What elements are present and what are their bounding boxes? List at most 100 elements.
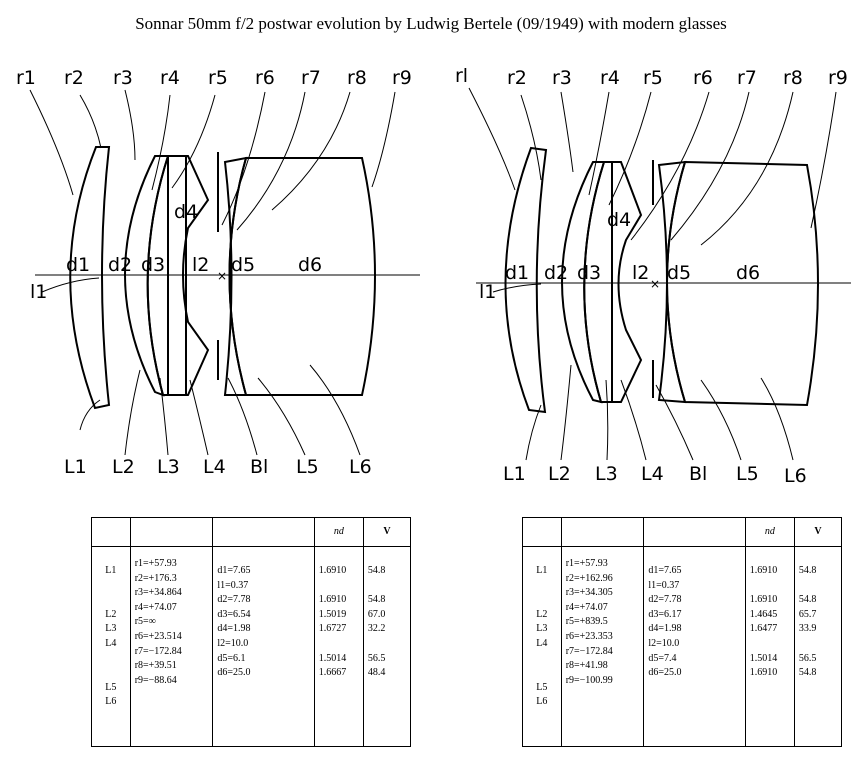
nd-value: 1.6910 [749, 594, 778, 606]
label-d3: d3 [577, 262, 601, 284]
label-l2: l2 [632, 262, 649, 284]
label-d4: d4 [607, 209, 631, 231]
lens-element-l1 [504, 146, 548, 414]
v-column: 54.8 54.8 67.0 32.2 56.5 48.4 [362, 546, 411, 747]
lens-element-l5 [223, 156, 248, 396]
axis-cross-mark: × [217, 269, 227, 283]
axis-cross-mark: × [650, 277, 660, 291]
label-L5: L5 [296, 456, 319, 478]
thickness-value: l2=10.0 [217, 637, 249, 649]
radius-value: r2=+162.96 [565, 572, 613, 584]
label-l1-gap: l1 [30, 281, 47, 303]
thickness-value: d4=1.98 [217, 623, 251, 635]
label-d3: d3 [141, 254, 165, 276]
label-d4: d4 [174, 201, 198, 223]
label-r7: r7 [737, 67, 757, 89]
label-r2: r2 [64, 67, 84, 89]
nd-value: 1.6667 [318, 667, 347, 679]
label-d6: d6 [298, 254, 322, 276]
thickness-value: d1=7.65 [217, 565, 251, 576]
thickness-column: d1=7.65 l1=0.37 d2=7.78 d3=6.54 d4=1.98 … [212, 546, 315, 747]
v-value: 65.7 [798, 608, 817, 620]
nd-value: 1.5014 [318, 652, 347, 664]
label-L2: L2 [548, 463, 571, 485]
radius-value: r7=−172.84 [134, 645, 182, 657]
v-value: 54.8 [798, 594, 817, 606]
element-name: L6 [536, 696, 548, 708]
header-v: V [362, 517, 411, 547]
label-r7: r7 [301, 67, 321, 89]
header-nd: nd [744, 517, 795, 547]
thickness-value: d4=1.98 [648, 623, 682, 635]
label-d5: d5 [667, 262, 691, 284]
radius-value: r6=+23.353 [565, 630, 613, 642]
radius-value: r5=+839.5 [565, 616, 608, 628]
radius-value: r1=+57.93 [565, 558, 608, 569]
label-Bl: Bl [250, 456, 268, 478]
thickness-value: d2=7.78 [217, 594, 251, 606]
page-title: Sonnar 50mm f/2 postwar evolution by Lud… [135, 14, 727, 33]
radius-value: r3=+34.864 [134, 587, 182, 599]
nd-value: 1.5019 [318, 608, 347, 620]
thickness-value: d1=7.65 [648, 565, 682, 576]
element-name: L3 [105, 623, 117, 635]
label-r1: rl [455, 65, 468, 87]
radius-value: r7=−172.84 [565, 645, 613, 657]
element-column: L1 L2 L3 L4 L5 L6 [522, 546, 562, 747]
label-L1: L1 [503, 463, 526, 485]
thickness-value: d3=6.54 [217, 608, 251, 620]
radius-value: r2=+176.3 [134, 572, 177, 584]
label-Bl: Bl [689, 463, 707, 485]
nd-column: 1.6910 1.6910 1.5019 1.6727 1.5014 1.666… [313, 546, 364, 747]
lens-diagram-right: × rl r2 r3 r4 r5 r6 r7 r8 r9 d1 d2 d3 l2… [455, 65, 851, 487]
element-name: L1 [536, 565, 548, 576]
radius-labels: r1 r2 r3 r4 r5 r6 r7 r8 r9 [16, 67, 412, 89]
thickness-value: d5=6.1 [217, 652, 246, 664]
label-L6: L6 [349, 456, 372, 478]
header-nd: nd [313, 517, 364, 547]
element-name: L2 [105, 608, 117, 620]
radius-column: r1=+57.93 r2=+162.96 r3=+34.305 r4=+74.0… [560, 546, 644, 747]
label-r9: r9 [392, 67, 412, 89]
label-r4: r4 [160, 67, 180, 89]
header-radius [129, 517, 213, 547]
label-L4: L4 [641, 463, 664, 485]
radius-column: r1=+57.93 r2=+176.3 r3=+34.864 r4=+74.07… [129, 546, 213, 747]
v-value: 32.2 [367, 623, 386, 635]
radius-value: r8=+39.51 [134, 660, 177, 672]
label-d1: d1 [505, 262, 529, 284]
element-name: L4 [536, 637, 548, 649]
label-L2: L2 [112, 456, 135, 478]
label-d2: d2 [108, 254, 132, 276]
label-L3: L3 [157, 456, 180, 478]
label-r9: r9 [828, 67, 848, 89]
header-thickness [212, 517, 315, 547]
element-name: L2 [536, 608, 548, 620]
v-value: 54.8 [798, 667, 817, 679]
radius-value: r8=+41.98 [565, 660, 608, 672]
nd-value: 1.6477 [749, 623, 778, 635]
radius-value: r6=+23.514 [134, 630, 182, 642]
radius-value: r4=+74.07 [134, 601, 177, 613]
element-name: L5 [536, 681, 548, 693]
v-value: 54.8 [367, 565, 386, 576]
label-r6: r6 [693, 67, 713, 89]
label-L5: L5 [736, 463, 759, 485]
nd-value: 1.6727 [318, 623, 347, 635]
nd-value: 1.6910 [749, 565, 778, 576]
nd-value: 1.4645 [749, 608, 778, 620]
lens-element-l1 [69, 146, 111, 410]
label-L3: L3 [595, 463, 618, 485]
header-element [522, 517, 562, 547]
element-name: L1 [105, 565, 117, 576]
thickness-labels: d1 d2 d3 l2 d5 d6 d4 l1 [479, 209, 760, 303]
label-r8: r8 [783, 67, 803, 89]
spec-table-right: nd V L1 L2 L3 L4 L5 L6 r1=+57.93 r2=+162… [522, 517, 842, 747]
v-value: 67.0 [367, 608, 386, 620]
thickness-value: d6=25.0 [648, 667, 682, 679]
label-L1: L1 [64, 456, 87, 478]
label-r2: r2 [507, 67, 527, 89]
radius-value: r9=−88.64 [134, 674, 177, 686]
v-value: 54.8 [367, 594, 386, 606]
header-thickness [643, 517, 746, 547]
